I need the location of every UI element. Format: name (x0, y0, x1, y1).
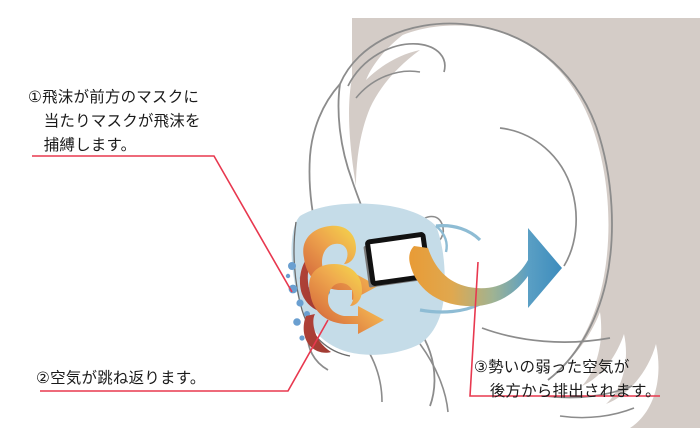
mask-edge-right (435, 225, 448, 253)
swirl-tail-upper (299, 258, 322, 312)
callout-text-1: ①飛沫が前方のマスクに 当たりマスクが飛沫を 捕縛します。 (28, 89, 201, 155)
callout-text-3: ③勢いの弱った空気が 後方から排出されます。 (474, 359, 661, 401)
leader-lines (32, 155, 660, 397)
air-rebound-swirls (299, 258, 331, 353)
droplet (285, 273, 291, 279)
swirl-tail-lower (303, 314, 331, 353)
shoulder-line (419, 343, 449, 413)
hair (337, 18, 700, 428)
hair-outline-top (339, 22, 597, 127)
droplet (299, 335, 305, 341)
mask-left-edge (293, 221, 351, 357)
hair-strand-2 (355, 70, 421, 99)
arrow-rebound-lower (309, 264, 384, 334)
rebounding-air-arrows (303, 225, 384, 334)
hair-outline-right (547, 125, 613, 381)
droplet (288, 262, 296, 270)
hair-strand-4 (481, 327, 611, 343)
leader-line-1 (32, 155, 293, 293)
hair-strand-3 (499, 127, 577, 267)
exhaust-arrow-body (409, 228, 562, 308)
leader-line-2 (40, 319, 329, 392)
hair-strand-1 (347, 43, 446, 87)
leader-line-3 (469, 261, 660, 397)
callout-text-2: ②空気が跳ね返ります。 (36, 370, 206, 387)
rear-exhaust-arrow (409, 228, 562, 308)
mask-strap-upper (435, 224, 482, 242)
hair-strand-6 (559, 407, 635, 419)
droplet (296, 299, 304, 307)
hair-front-lock (349, 28, 420, 186)
hair-back-mass (352, 18, 700, 428)
droplet (293, 318, 301, 326)
